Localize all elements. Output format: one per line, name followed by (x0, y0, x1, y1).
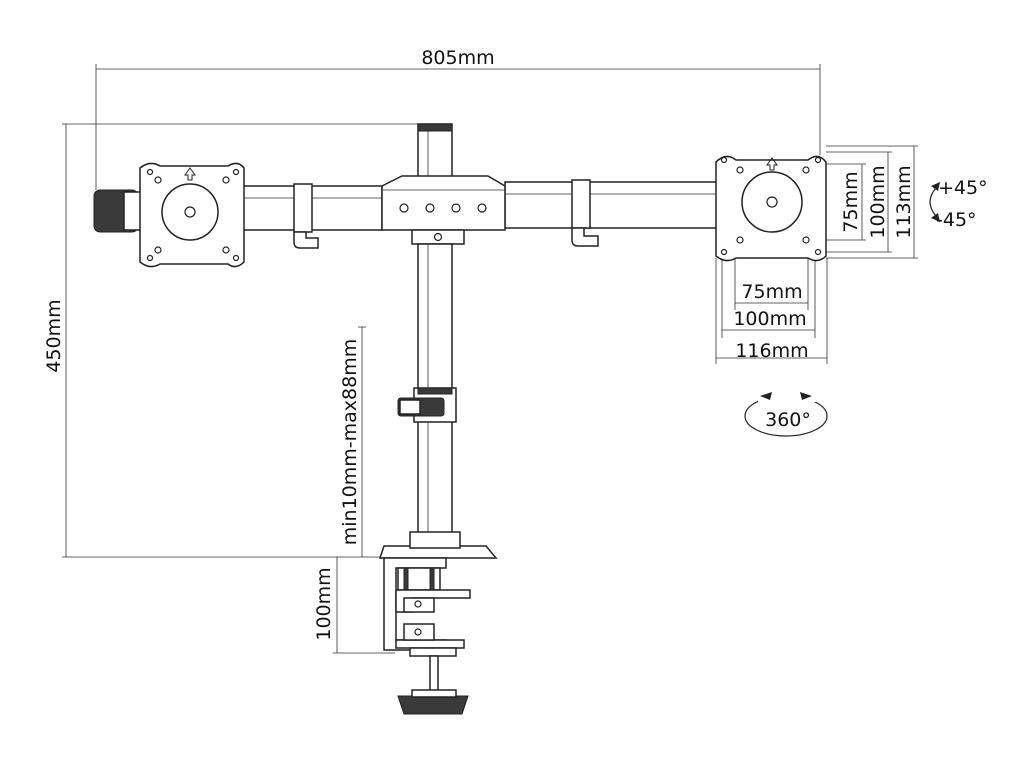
vesa-horizontal-75-label: 75mm (741, 281, 802, 303)
tilt-indicator: +45° -45° (929, 177, 988, 231)
plate-width-label: 116mm (735, 340, 808, 362)
rotation-left-arrow-icon (760, 392, 772, 400)
clamp-height-label: 100mm (313, 567, 335, 640)
crossbar-right (504, 181, 728, 229)
clamp-screw (429, 655, 439, 695)
pole-gap-label: min10mm-max88mm (339, 339, 361, 545)
overall-width-label: 805mm (421, 47, 494, 69)
vesa-vertical-100-label: 100mm (867, 165, 889, 238)
right-plate-up-arrow-icon (766, 157, 778, 171)
right-vesa-plate (715, 155, 827, 262)
center-hub (381, 175, 506, 231)
rotation-indicator: 360° (744, 392, 828, 437)
height-label: 450mm (43, 299, 65, 372)
right-cable-hook (571, 227, 599, 247)
tilt-up-arrow-icon (931, 182, 940, 191)
left-vesa-plate (139, 162, 245, 268)
tilt-down-arrow-icon (931, 213, 940, 222)
rotation-right-arrow-icon (800, 392, 812, 400)
clamp-lower-plate (395, 639, 465, 649)
pole-top (417, 123, 453, 181)
vesa-horizontal-100-label: 100mm (733, 308, 806, 330)
left-plate-up-arrow-icon (184, 167, 196, 181)
rotation-label: 360° (765, 409, 811, 431)
plate-height-label: 113mm (893, 165, 915, 238)
clamp-knob (397, 695, 469, 715)
left-cable-hook (293, 231, 319, 249)
tilt-up-label: +45° (938, 177, 988, 199)
tilt-down-label: -45° (936, 209, 977, 231)
arm-assembly (93, 123, 827, 715)
clamp-base-flange (378, 545, 498, 559)
dimension-lines: 805mm 450mm min10mm-max88mm 100mm 75mm 1… (43, 47, 918, 654)
vesa-vertical-75-label: 75mm (840, 171, 862, 232)
